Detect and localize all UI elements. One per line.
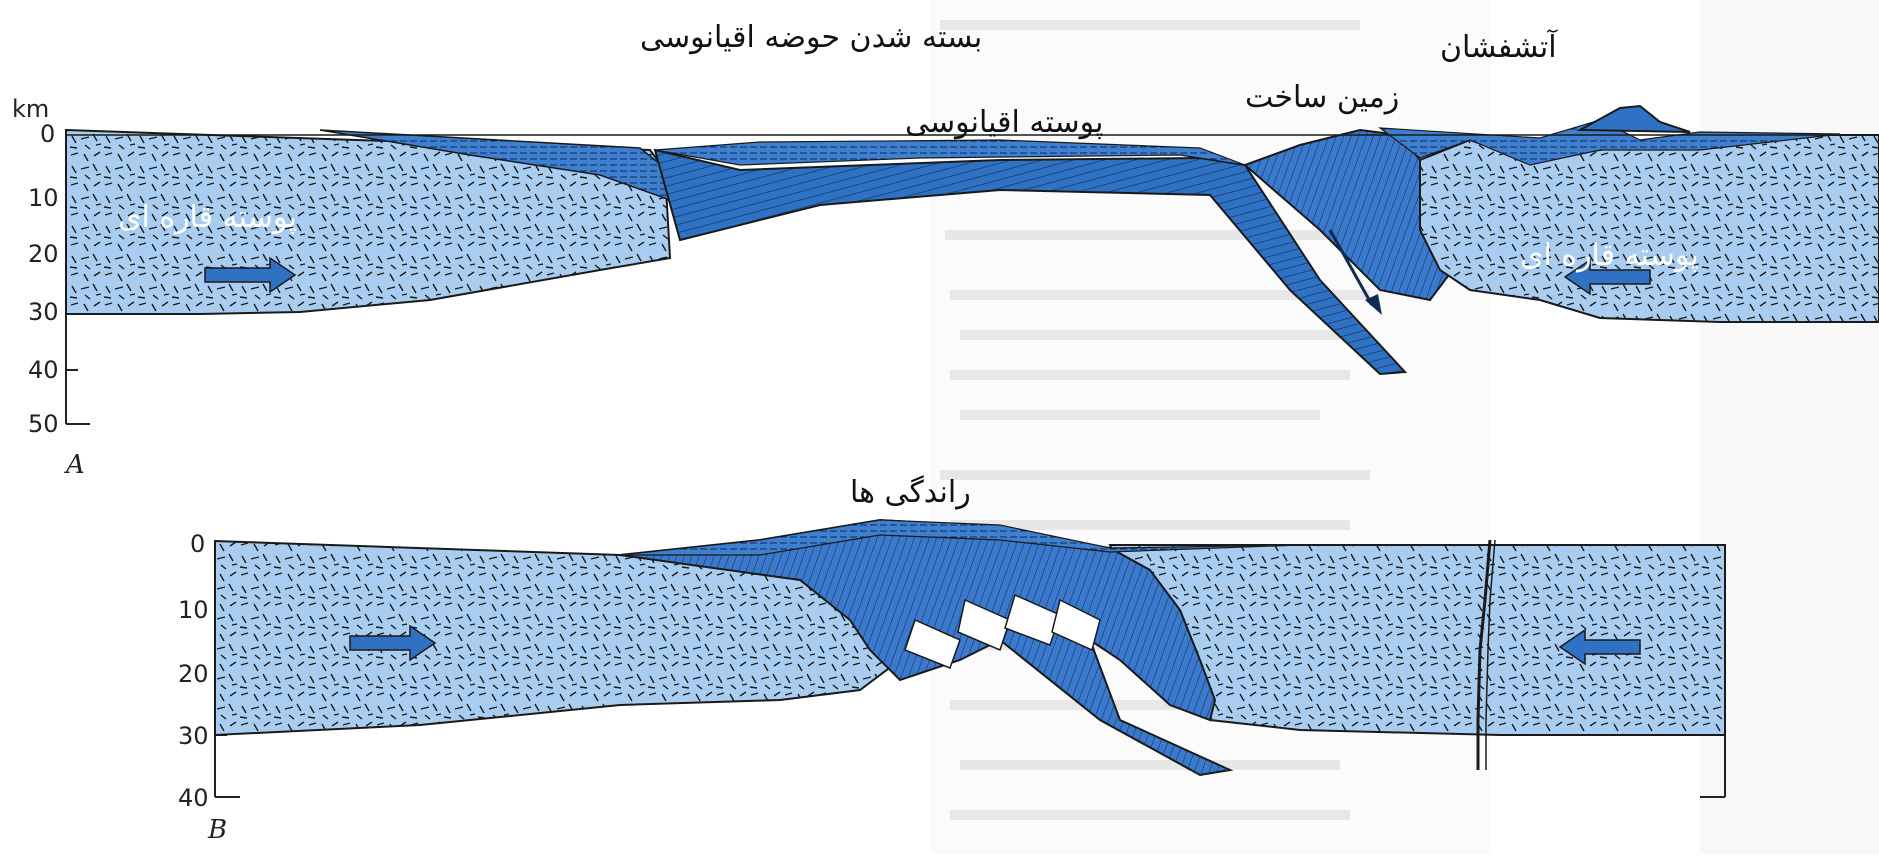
label-volcano: آتشفشان (1440, 30, 1557, 65)
tick-b-20: 20 (178, 660, 209, 688)
panel-label-b: B (208, 815, 227, 845)
tick-b-40: 40 (178, 784, 209, 812)
tick-b-30: 30 (178, 722, 209, 750)
tick-a-20: 20 (28, 240, 59, 268)
panel-label-a: A (66, 450, 85, 480)
label-continental-right: پوسته قاره ای (1520, 238, 1699, 273)
label-oceanic-crust: پوسته اقیانوسی (905, 105, 1104, 140)
tick-b-0: 0 (190, 530, 205, 558)
tick-a-40: 40 (28, 356, 59, 384)
axis-unit-km: km (12, 95, 49, 123)
label-closing-basin: بسته شدن حوضه اقیانوسی (640, 20, 982, 55)
tick-a-30: 30 (28, 298, 59, 326)
volcano-cone (1580, 106, 1690, 132)
label-orogen: زمین ساخت (1245, 80, 1399, 115)
tick-a-10: 10 (28, 184, 59, 212)
tick-b-10: 10 (178, 596, 209, 624)
label-thrusts: راندگی ها (850, 475, 971, 510)
tick-a-0: 0 (40, 120, 55, 148)
label-continental-left: پوسته قاره ای (118, 200, 297, 235)
tick-a-50: 50 (28, 410, 59, 438)
